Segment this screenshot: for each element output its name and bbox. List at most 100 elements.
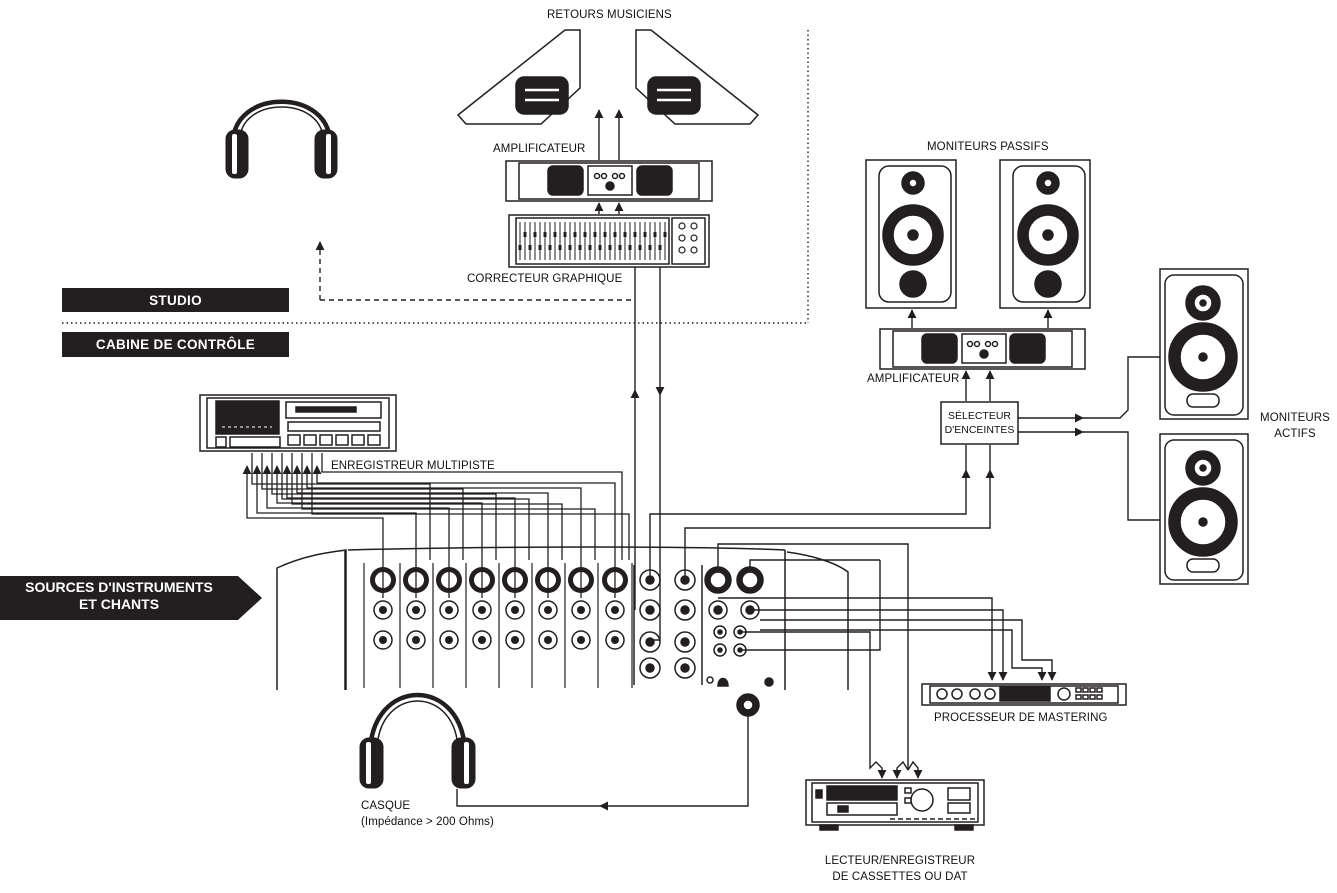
line-input-jack-center xyxy=(544,636,552,644)
headphones-icon xyxy=(359,692,476,789)
wedge-monitor-icon xyxy=(635,29,760,125)
zone-banner-control-room: CABINE DE CONTRÔLE xyxy=(62,332,289,357)
insert-jack-center xyxy=(577,606,585,614)
eq-slider-knob xyxy=(643,232,647,237)
label-graphic-eq: CORRECTEUR GRAPHIQUE xyxy=(467,273,623,285)
eq-slider-knob xyxy=(633,232,637,237)
eq-slider-knob xyxy=(608,245,612,250)
eq-slider-knob xyxy=(518,245,522,250)
eq-slider-knob xyxy=(578,245,582,250)
eq-slider-knob xyxy=(538,245,542,250)
sources-arrow-icon xyxy=(238,576,262,620)
eq-slider-knob xyxy=(548,245,552,250)
eq-slider-knob xyxy=(628,245,632,250)
line-input-jack-center xyxy=(577,636,585,644)
insert-jack-center xyxy=(544,606,552,614)
line-input-jack-center xyxy=(379,636,387,644)
eq-slider-knob xyxy=(603,232,607,237)
track-return-cable xyxy=(321,453,623,560)
line-input-jack-center xyxy=(412,636,420,644)
label-headphones: CASQUE (Impédance > 200 Ohms) xyxy=(361,798,494,830)
track-return-cable xyxy=(311,453,630,560)
eq-slider-knob xyxy=(583,232,587,237)
label-amplifier-studio: AMPLIFICATEUR xyxy=(493,143,586,155)
line-input-jack-center xyxy=(511,636,519,644)
multitrack-cables xyxy=(242,453,630,598)
eq-slider-knob xyxy=(588,245,592,250)
track-send-cable xyxy=(312,465,616,598)
eq-knob xyxy=(678,234,686,242)
track-send-cable xyxy=(262,465,450,598)
eq-slider-knob xyxy=(598,245,602,250)
rack-amplifier-icon xyxy=(879,328,1086,370)
label-speaker-selector-line-1: SÉLECTEUR xyxy=(947,410,1011,422)
eq-slider-knob xyxy=(613,232,617,237)
eq-slider-knob xyxy=(523,232,527,237)
label-active-monitors-line-2: ACTIFS xyxy=(1274,428,1316,440)
insert-jack-center xyxy=(379,606,387,614)
cassette-deck-icon xyxy=(805,779,985,831)
rack-amplifier-icon xyxy=(505,160,713,202)
eq-slider-knob xyxy=(623,232,627,237)
track-send-cable xyxy=(252,465,417,598)
eq-slider-knob xyxy=(663,232,667,237)
insert-jack-center xyxy=(412,606,420,614)
eq-slider-knob xyxy=(648,245,652,250)
label-speaker-selector: SÉLECTEUR D'ENCEINTES xyxy=(941,409,1018,437)
signal-cables xyxy=(315,109,1160,811)
active-speaker-icon xyxy=(1159,433,1249,585)
label-headphones-line-1: CASQUE xyxy=(361,800,411,812)
insert-jack-center xyxy=(478,606,486,614)
insert-jack-center xyxy=(445,606,453,614)
label-cassette-dat-line-1: LECTEUR/ENREGISTREUR xyxy=(824,855,976,867)
line-input-jack-center xyxy=(445,636,453,644)
label-musician-monitors: RETOURS MUSICIENS xyxy=(547,9,672,21)
eq-knob xyxy=(690,222,698,230)
eq-slider-knob xyxy=(543,232,547,237)
multitrack-recorder-icon xyxy=(199,394,397,452)
eq-knob xyxy=(690,234,698,242)
eq-slider-knob xyxy=(638,245,642,250)
speaker-selector-box xyxy=(940,401,1019,445)
insert-jack-center xyxy=(511,606,519,614)
track-return-cable xyxy=(251,453,431,560)
label-cassette-dat: LECTEUR/ENREGISTREUR DE CASSETTES OU DAT xyxy=(820,853,980,885)
track-return-cable xyxy=(281,453,530,560)
eq-slider-knob xyxy=(618,245,622,250)
graphic-eq-icon xyxy=(508,214,710,268)
passive-speaker-icon xyxy=(999,159,1091,309)
eq-slider-knob xyxy=(563,232,567,237)
eq-sliders xyxy=(518,222,698,260)
passive-speaker-icon xyxy=(865,159,957,309)
track-send-cable xyxy=(242,465,384,598)
track-send-cable xyxy=(282,465,516,598)
wedge-monitor-icon xyxy=(456,29,581,125)
eq-slider-knob xyxy=(658,245,662,250)
label-mastering-processor: PROCESSEUR DE MASTERING xyxy=(934,712,1108,724)
sources-banner-line-1: SOURCES D'INSTRUMENTS xyxy=(25,579,213,595)
eq-slider-knob xyxy=(533,232,537,237)
label-active-monitors-line-1: MONITEURS xyxy=(1260,412,1330,424)
eq-slider-knob xyxy=(553,232,557,237)
eq-slider-knob xyxy=(558,245,562,250)
zone-banner-studio: STUDIO xyxy=(62,288,289,312)
sources-banner-line-2: ET CHANTS xyxy=(78,596,160,612)
label-multitrack-recorder: ENREGISTREUR MULTIPISTE xyxy=(331,460,495,472)
sources-banner: SOURCES D'INSTRUMENTS ET CHANTS xyxy=(0,576,238,620)
label-cassette-dat-line-2: DE CASSETTES OU DAT xyxy=(832,871,968,883)
line-input-jack-center xyxy=(611,636,619,644)
track-return-cable xyxy=(291,453,563,560)
eq-slider-knob xyxy=(568,245,572,250)
label-passive-monitors: MONITEURS PASSIFS xyxy=(927,141,1049,153)
eq-slider-knob xyxy=(593,232,597,237)
eq-slider-knob xyxy=(528,245,532,250)
track-return-cable xyxy=(271,453,497,560)
active-speaker-icon xyxy=(1159,268,1249,420)
track-return-cable xyxy=(261,453,464,560)
label-headphones-line-2: (Impédance > 200 Ohms) xyxy=(361,816,494,828)
label-active-monitors: MONITEURS ACTIFS xyxy=(1255,410,1335,442)
track-send-cable xyxy=(302,465,582,598)
track-send-cable xyxy=(292,465,549,598)
label-amplifier-control: AMPLIFICATEUR xyxy=(867,373,960,385)
